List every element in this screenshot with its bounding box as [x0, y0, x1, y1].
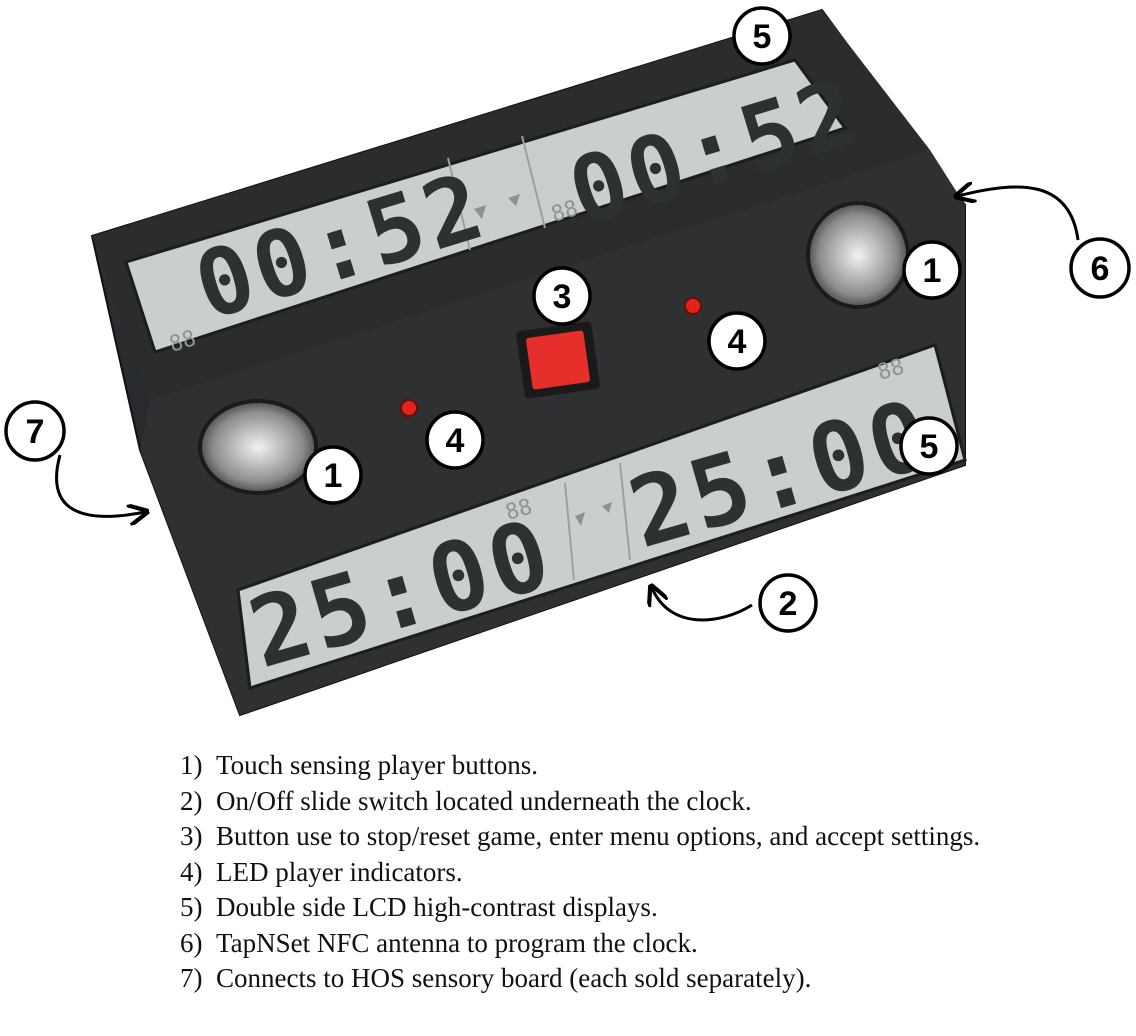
legend-item: 3) Button use to stop/reset game, enter m…	[180, 819, 1120, 855]
callout-5-front: 5	[899, 416, 959, 476]
svg-text:1: 1	[324, 457, 343, 495]
svg-text:4: 4	[446, 422, 465, 460]
legend-item: 4) LED player indicators.	[180, 855, 1120, 891]
front-turn-indicator-icon	[575, 502, 612, 526]
legend-text: On/Off slide switch located underneath t…	[216, 785, 752, 816]
svg-text:4: 4	[728, 323, 747, 361]
left-led-indicator	[400, 399, 418, 417]
callout-5-top: 5	[732, 6, 792, 66]
arrow-2	[652, 588, 753, 622]
callout-1-right: 1	[902, 240, 962, 300]
svg-text:3: 3	[553, 278, 572, 316]
legend-item: 7) Connects to HOS sensory board (each so…	[180, 961, 1120, 997]
legend-text: TapNSet NFC antenna to program the clock…	[216, 927, 698, 958]
legend-item: 1) Touch sensing player buttons.	[180, 748, 1120, 784]
legend-item: 2) On/Off slide switch located underneath…	[180, 784, 1120, 820]
right-led-indicator	[684, 297, 702, 315]
legend-text: Touch sensing player buttons.	[216, 750, 539, 780]
arrow-7	[55, 454, 145, 516]
legend-number: 4)	[180, 856, 203, 887]
callout-1-left: 1	[303, 445, 363, 505]
svg-text:1: 1	[923, 252, 942, 290]
legend-number: 7)	[180, 963, 203, 993]
svg-text:5: 5	[753, 18, 772, 56]
callout-3: 3	[532, 266, 592, 326]
legend-item: 6) TapNSet NFC antenna to program the clo…	[180, 926, 1120, 962]
svg-text:5: 5	[920, 428, 939, 466]
legend-list: 1) Touch sensing player buttons. 2) On/Off…	[180, 748, 1120, 997]
legend-number: 5)	[180, 892, 203, 922]
legend-text: LED player indicators.	[216, 856, 463, 887]
top-turn-indicator-icon	[474, 194, 520, 219]
left-player-button[interactable]	[198, 399, 318, 495]
svg-text:2: 2	[779, 585, 798, 623]
chess-clock-diagram: 00:52 00:52 88 88 25:00 25:00 88 88	[4, 6, 1131, 717]
legend-number: 6)	[180, 927, 203, 958]
legend-text: Double side LCD high-contrast displays.	[216, 892, 658, 922]
legend-text: Connects to HOS sensory board (each sold…	[216, 963, 812, 993]
callout-4-left: 4	[425, 410, 485, 470]
menu-button[interactable]	[516, 321, 601, 399]
right-player-button[interactable]	[806, 201, 910, 309]
legend-number: 3)	[180, 821, 203, 851]
callout-7: 7	[4, 400, 66, 462]
legend-text: Button use to stop/reset game, enter men…	[216, 821, 981, 851]
legend-item: 5) Double side LCD high-contrast displays…	[180, 890, 1120, 926]
callout-6: 6	[1069, 237, 1131, 299]
legend-number: 2)	[180, 785, 203, 816]
arrow-6	[958, 187, 1080, 241]
callout-2: 2	[758, 573, 818, 633]
svg-text:7: 7	[26, 413, 45, 451]
callout-4-right: 4	[707, 311, 767, 371]
svg-text:6: 6	[1091, 250, 1110, 288]
legend-number: 1)	[180, 750, 203, 780]
